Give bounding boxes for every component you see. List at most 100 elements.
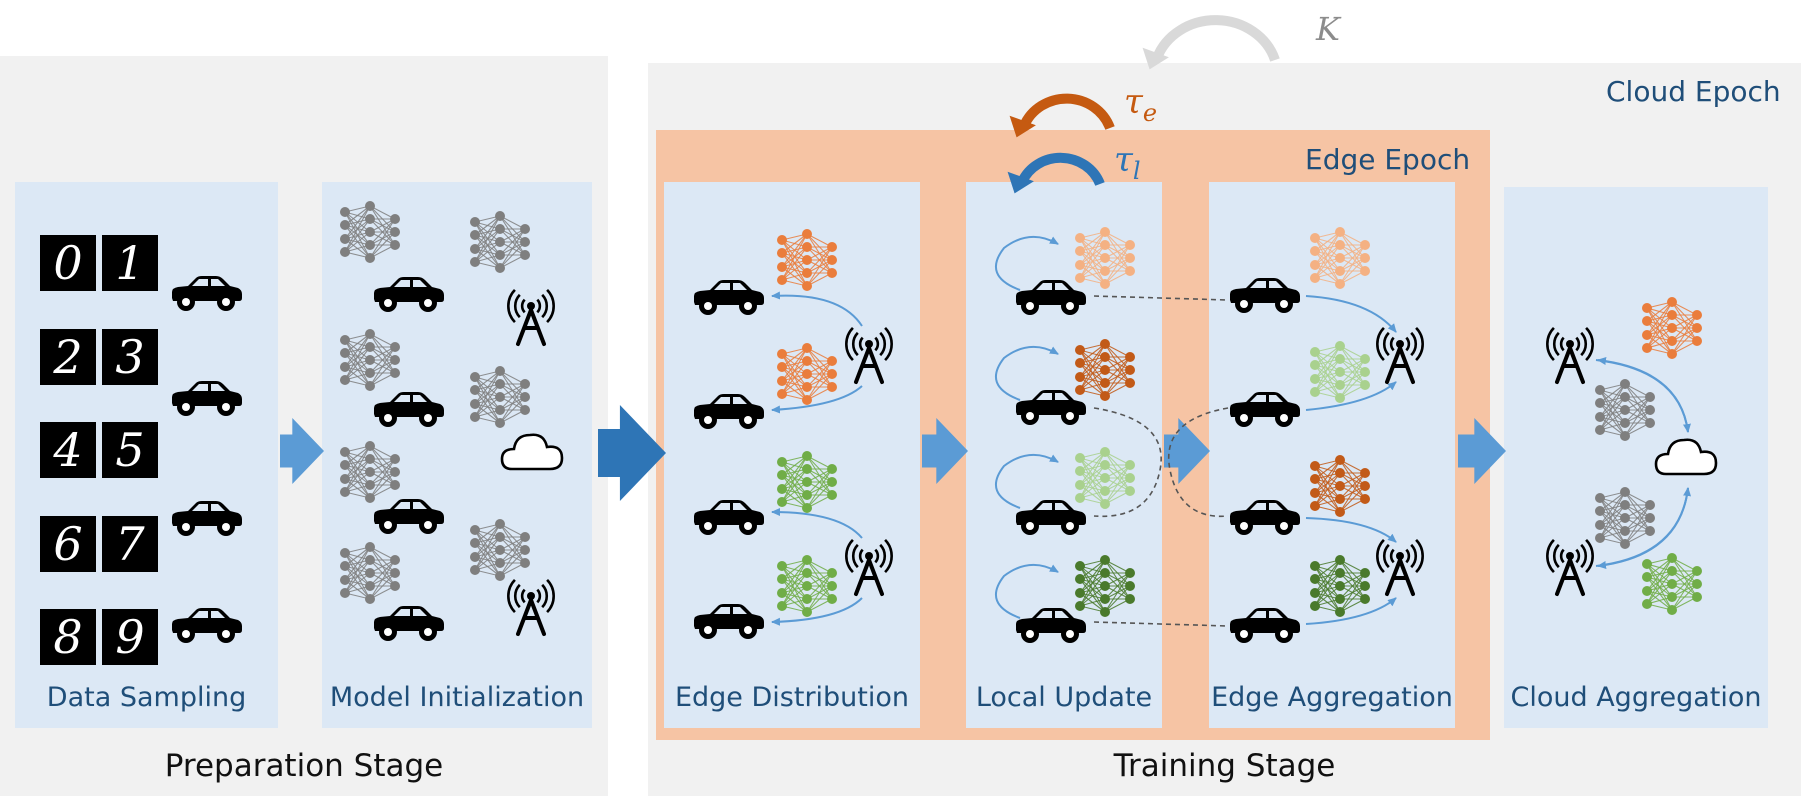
edge-epoch-label: Edge Epoch bbox=[1305, 143, 1471, 176]
neural-network-icon bbox=[1595, 487, 1655, 549]
neural-network-icon bbox=[1075, 339, 1135, 401]
distribution-arrow bbox=[771, 597, 863, 626]
neural-network-icon bbox=[1075, 555, 1135, 617]
car-icon bbox=[694, 500, 764, 535]
local-update-label: Local Update bbox=[975, 682, 1153, 713]
car-icon bbox=[374, 277, 444, 312]
digit-9: 9 bbox=[102, 609, 158, 665]
neural-network-icon bbox=[470, 211, 530, 273]
neural-network-icon bbox=[470, 366, 530, 428]
neural-network-icon bbox=[777, 343, 837, 405]
digit-4: 4 bbox=[40, 422, 96, 478]
digit-1: 1 bbox=[102, 235, 158, 291]
tau-l-symbol: τl bbox=[1114, 140, 1141, 185]
neural-network-icon bbox=[340, 329, 400, 391]
tau-l-tau: τ bbox=[1114, 140, 1133, 180]
neural-network-icon bbox=[777, 451, 837, 513]
model-initialization-label: Model Initialization bbox=[329, 682, 585, 713]
car-icon bbox=[1016, 608, 1086, 643]
antenna-tower-icon bbox=[507, 288, 555, 346]
car-icon bbox=[1230, 500, 1300, 535]
car-icon bbox=[694, 604, 764, 639]
dashed-connection bbox=[1093, 295, 1229, 301]
antenna-tower-icon bbox=[1546, 326, 1594, 384]
car-icon bbox=[1230, 278, 1300, 313]
car-icon bbox=[1016, 280, 1086, 315]
local-update-loop-arrow bbox=[995, 454, 1059, 509]
car-icon bbox=[1230, 392, 1300, 427]
car-icon bbox=[694, 394, 764, 429]
neural-network-icon bbox=[1075, 227, 1135, 289]
digit-7: 7 bbox=[102, 516, 158, 572]
digit-2: 2 bbox=[40, 329, 96, 385]
car-icon bbox=[374, 606, 444, 641]
aggregation-arrow bbox=[1305, 295, 1397, 333]
tau-e-loop-arrow-icon bbox=[1009, 93, 1115, 138]
distribution-arrow bbox=[771, 385, 863, 414]
cloud-aggregation-label: Cloud Aggregation bbox=[1510, 682, 1762, 713]
flow-arrow-1 bbox=[280, 418, 324, 484]
edge-aggregation-label: Edge Aggregation bbox=[1211, 682, 1453, 713]
cloud-icon bbox=[500, 433, 564, 471]
tau-e-subscript: e bbox=[1142, 98, 1158, 127]
neural-network-icon bbox=[340, 201, 400, 263]
dashed-connection bbox=[1093, 407, 1162, 518]
tau-l-loop-arrow-icon bbox=[1007, 152, 1105, 194]
neural-network-icon bbox=[1310, 555, 1370, 617]
local-update-loop-arrow bbox=[995, 236, 1059, 291]
car-icon bbox=[374, 392, 444, 427]
neural-network-icon bbox=[1642, 553, 1702, 615]
digit-5: 5 bbox=[102, 422, 158, 478]
car-icon bbox=[172, 276, 242, 311]
antenna-tower-icon bbox=[1376, 538, 1424, 596]
aggregation-arrow bbox=[1305, 381, 1397, 411]
distribution-arrow bbox=[771, 291, 863, 327]
neural-network-icon bbox=[1642, 297, 1702, 359]
car-icon bbox=[1016, 390, 1086, 425]
neural-network-icon bbox=[777, 229, 837, 291]
data-sampling-label: Data Sampling bbox=[46, 682, 247, 713]
neural-network-icon bbox=[1310, 455, 1370, 517]
k-symbol: K bbox=[1316, 10, 1340, 48]
aggregation-arrow bbox=[1305, 597, 1397, 625]
local-update-loop-arrow bbox=[995, 564, 1059, 619]
digit-8: 8 bbox=[40, 609, 96, 665]
flow-arrow-3 bbox=[922, 418, 968, 484]
car-icon bbox=[172, 608, 242, 643]
neural-network-icon bbox=[340, 542, 400, 604]
flow-arrow-5 bbox=[1458, 418, 1506, 484]
antenna-tower-icon bbox=[507, 578, 555, 636]
car-icon bbox=[374, 499, 444, 534]
cloud-link-arrow bbox=[1597, 487, 1689, 569]
neural-network-icon bbox=[1310, 227, 1370, 289]
preparation-stage-label: Preparation Stage bbox=[164, 748, 444, 784]
neural-network-icon bbox=[777, 555, 837, 617]
antenna-tower-icon bbox=[845, 538, 893, 596]
car-icon bbox=[694, 280, 764, 315]
neural-network-icon bbox=[1075, 447, 1135, 509]
tau-l-subscript: l bbox=[1132, 156, 1141, 185]
antenna-tower-icon bbox=[1376, 326, 1424, 384]
cloud-aggregation-panel: Cloud Aggregation bbox=[1504, 187, 1768, 728]
antenna-tower-icon bbox=[1546, 538, 1594, 596]
tau-e-symbol: τe bbox=[1124, 82, 1157, 127]
car-icon bbox=[172, 381, 242, 416]
car-icon bbox=[1230, 608, 1300, 643]
k-loop-arrow-icon bbox=[1142, 15, 1280, 70]
dashed-connection bbox=[1093, 621, 1229, 627]
tau-e-tau: τ bbox=[1124, 82, 1143, 122]
antenna-tower-icon bbox=[845, 326, 893, 384]
dashed-connection bbox=[1168, 407, 1229, 518]
digit-0: 0 bbox=[40, 235, 96, 291]
neural-network-icon bbox=[1595, 379, 1655, 441]
aggregation-arrow bbox=[1305, 517, 1397, 543]
digit-3: 3 bbox=[102, 329, 158, 385]
neural-network-icon bbox=[470, 519, 530, 581]
distribution-arrow bbox=[771, 508, 863, 539]
car-icon bbox=[1016, 500, 1086, 535]
cloud-epoch-label: Cloud Epoch bbox=[1606, 75, 1781, 108]
local-update-loop-arrow bbox=[995, 346, 1059, 401]
cloud-icon bbox=[1654, 438, 1718, 476]
flow-arrow-4 bbox=[1164, 418, 1210, 484]
